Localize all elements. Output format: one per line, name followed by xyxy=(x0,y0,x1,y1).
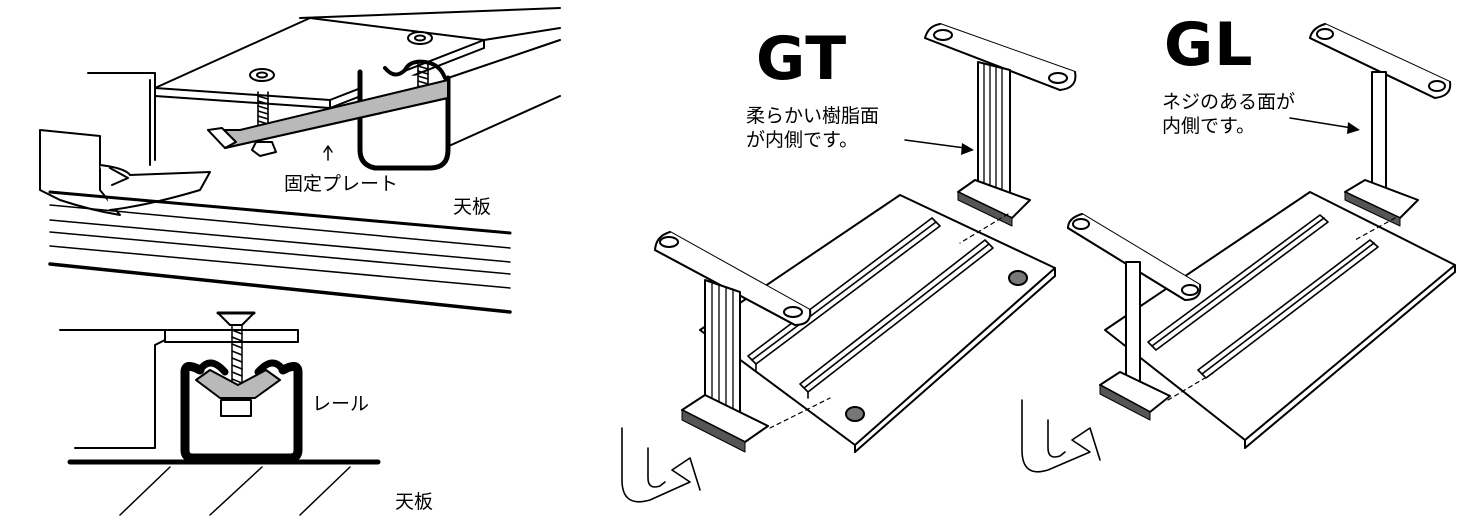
gl-model-title: GL xyxy=(1164,10,1254,80)
gl-leg-back xyxy=(1309,23,1452,227)
gl-note: ネジのある面が 内側です。 xyxy=(1162,90,1295,138)
gt-note: 柔らかい樹脂面 が内側です。 xyxy=(746,104,879,152)
gt-leg-front xyxy=(654,231,812,453)
gt-model-title: GT xyxy=(756,24,848,94)
rail-label: レール xyxy=(312,393,370,415)
gt-assembly-illustration xyxy=(621,23,1077,503)
gt-leg-back xyxy=(924,23,1077,227)
fixing-plate-label: 固定プレート xyxy=(284,173,399,195)
gl-note-line2: 内側です。 xyxy=(1162,115,1256,137)
tabletop-label-upper: 天板 xyxy=(453,196,492,218)
gl-leg-front xyxy=(1067,213,1202,421)
gl-assembly-illustration xyxy=(1021,23,1456,473)
tabletop-label-lower: 天板 xyxy=(395,491,434,513)
gt-note-line2: が内側です。 xyxy=(746,129,859,151)
rail-closeup-illustration xyxy=(39,7,561,314)
gt-note-line1: 柔らかい樹脂面 xyxy=(746,105,880,127)
gl-note-line1: ネジのある面が xyxy=(1162,91,1296,113)
rail-cross-section xyxy=(59,311,381,516)
